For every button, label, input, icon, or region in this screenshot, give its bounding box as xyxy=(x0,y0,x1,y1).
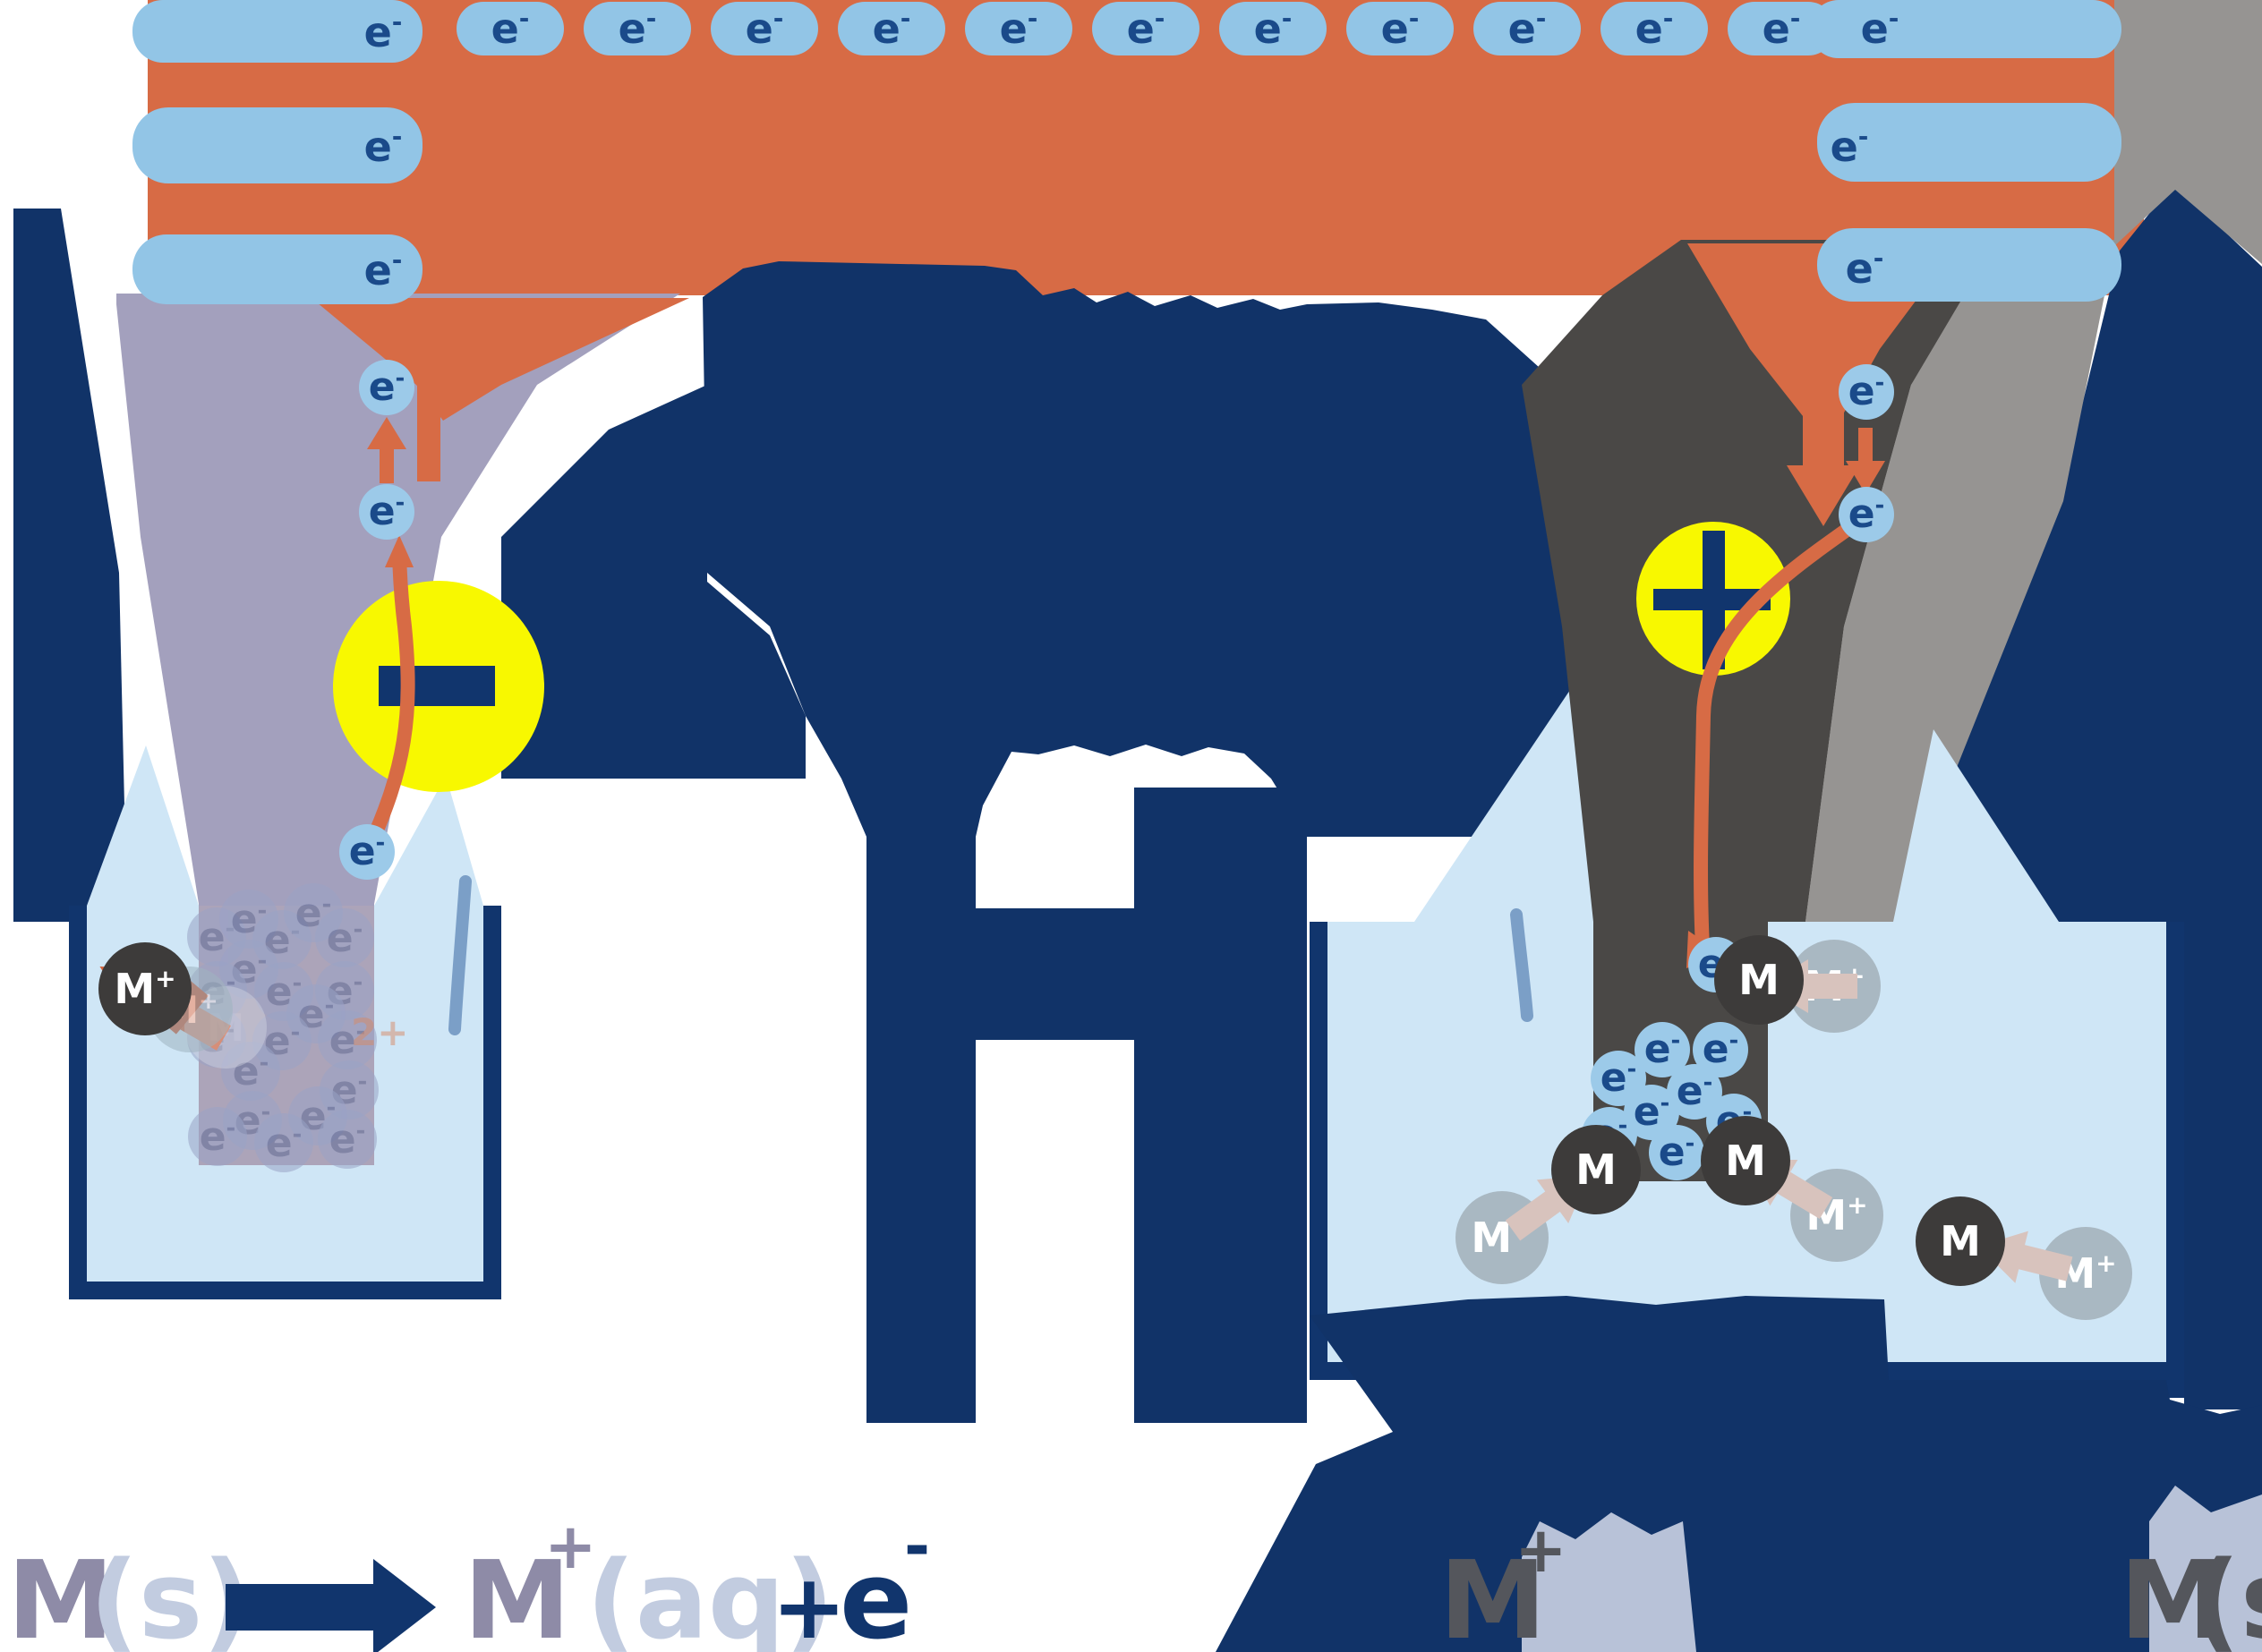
svg-text:(aq): (aq) xyxy=(586,1539,834,1652)
svg-text:(s): (s) xyxy=(2191,1539,2262,1652)
small-down-arrow-icon xyxy=(1846,461,1885,494)
svg-text:M: M xyxy=(2120,1539,2226,1652)
svg-text:+: + xyxy=(772,1554,847,1652)
blob-leg-right xyxy=(1134,788,1307,1423)
reduction-equation-fragment: M + M (s) xyxy=(1439,1513,2262,1652)
svg-text:M: M xyxy=(464,1539,570,1652)
svg-text:-: - xyxy=(904,1510,930,1583)
censor-blob xyxy=(13,183,2262,1423)
wire-electron-capsules xyxy=(132,0,2121,304)
blob-leg-left xyxy=(866,788,976,1423)
svg-text:+: + xyxy=(1515,1513,1567,1587)
patch-lavender-a xyxy=(1522,1512,1696,1652)
svg-text:M: M xyxy=(7,1539,114,1652)
patch-lavender-b xyxy=(2149,1486,2262,1652)
reaction-arrowhead-icon xyxy=(373,1559,436,1652)
bottom-blob xyxy=(1216,1296,2262,1652)
svg-text:(s): (s) xyxy=(90,1539,252,1652)
svg-text:M: M xyxy=(1439,1539,1546,1652)
right-electrode-gray xyxy=(1805,0,2262,922)
blob-crossband xyxy=(976,908,1134,1040)
electron-path-arrows xyxy=(362,510,1872,954)
negative-terminal-badge xyxy=(333,581,544,792)
svg-text:e: e xyxy=(840,1539,912,1652)
left-glass-highlight-icon xyxy=(448,875,472,1035)
center-blob xyxy=(703,261,1658,837)
left-beaker-ions: 2+ xyxy=(84,940,408,1069)
blob-left-arm xyxy=(501,385,806,779)
left-tower xyxy=(13,209,127,922)
svg-text:+: + xyxy=(544,1510,597,1583)
right-glass-highlight-icon xyxy=(1510,908,1533,1022)
ion-charge-remnant: 2+ xyxy=(351,1010,408,1054)
minus-icon xyxy=(379,666,495,706)
left-beaker xyxy=(69,906,501,1299)
small-up-arrow-icon xyxy=(367,417,406,449)
curved-arrowhead-up-icon xyxy=(385,535,414,567)
oxidation-equation: M (s) M + (aq) + e - xyxy=(7,1510,930,1652)
right-tower xyxy=(1895,183,2262,1409)
electron-flow-arrow-icon xyxy=(1787,465,1860,526)
reaction-arrow-icon xyxy=(226,1584,373,1631)
